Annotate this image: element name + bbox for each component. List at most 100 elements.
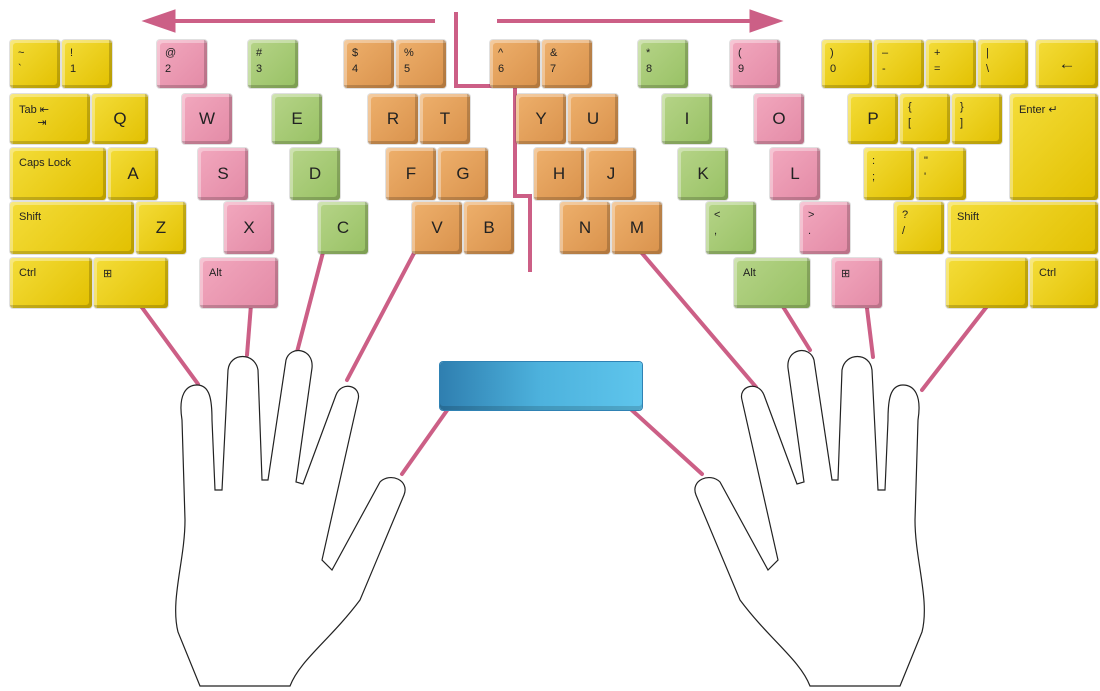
key-ralt[interactable]: Alt: [734, 258, 810, 308]
key-p[interactable]: P: [848, 94, 898, 144]
key-7[interactable]: &7: [542, 40, 592, 88]
key-0[interactable]: )0: [822, 40, 872, 88]
key-g[interactable]: G: [438, 148, 488, 200]
key-a[interactable]: A: [108, 148, 158, 200]
key-upper-label: –: [882, 47, 889, 59]
key-upper-label: $: [352, 47, 359, 59]
key-f[interactable]: F: [386, 148, 436, 200]
key-x[interactable]: X: [224, 202, 274, 254]
key-lower-label: 6: [498, 63, 505, 75]
key-lower-label: 4: [352, 63, 359, 75]
key-letter-label: Q: [113, 109, 127, 128]
key-d[interactable]: D: [290, 148, 340, 200]
key-3[interactable]: #3: [248, 40, 298, 88]
key-letter-label: I: [684, 109, 690, 128]
key-label: Tab ⇤ ⇥: [19, 104, 50, 129]
key-letter-label: D: [308, 164, 322, 183]
key-backslash[interactable]: |\: [978, 40, 1028, 88]
key-lower-label: \: [986, 63, 990, 75]
key-label: Alt: [209, 267, 222, 279]
key-quote[interactable]: "': [916, 148, 966, 200]
key-caps[interactable]: Caps Lock: [10, 148, 106, 200]
key-minus[interactable]: –-: [874, 40, 924, 88]
key-2[interactable]: @2: [157, 40, 207, 88]
key-upper-label: @: [165, 47, 177, 59]
key-letter-label: S: [217, 164, 229, 183]
key-m[interactable]: M: [612, 202, 662, 254]
key-i[interactable]: I: [662, 94, 712, 144]
key-backspace[interactable]: ←: [1036, 40, 1098, 88]
key-h[interactable]: H: [534, 148, 584, 200]
key-letter-label: F: [405, 164, 417, 183]
spacebar-key[interactable]: [440, 362, 642, 410]
key-lower-label: ;: [872, 171, 876, 183]
key-label: Ctrl: [19, 267, 37, 279]
key-lwin[interactable]: ⊞: [94, 258, 168, 308]
key-lower-label: .: [808, 225, 812, 237]
key-label: Caps Lock: [19, 157, 71, 169]
key-slash[interactable]: ?/: [894, 202, 944, 254]
right-hand-outline: [694, 350, 925, 687]
key-y[interactable]: Y: [516, 94, 566, 144]
key-5[interactable]: %5: [396, 40, 446, 88]
key-letter-label: A: [127, 164, 139, 183]
key-upper-label: <: [714, 209, 721, 221]
key-letter-label: B: [483, 218, 495, 237]
key-j[interactable]: J: [586, 148, 636, 200]
key-s[interactable]: S: [198, 148, 248, 200]
key-tilde[interactable]: ~`: [10, 40, 60, 88]
key-label: Alt: [743, 267, 756, 279]
key-letter-label: K: [697, 164, 709, 183]
key-rctrl[interactable]: Ctrl: [1030, 258, 1098, 308]
key-w[interactable]: W: [182, 94, 232, 144]
key-upper-label: ?: [902, 209, 909, 221]
key-comma[interactable]: <,: [706, 202, 756, 254]
key-lbrace[interactable]: {[: [900, 94, 950, 144]
key-letter-label: N: [578, 218, 592, 237]
key-k[interactable]: K: [678, 148, 728, 200]
key-4[interactable]: $4: [344, 40, 394, 88]
key-rwin[interactable]: ⊞: [832, 258, 882, 308]
key-lshift[interactable]: Shift: [10, 202, 134, 254]
key-z[interactable]: Z: [136, 202, 186, 254]
key-enter[interactable]: Enter ↵: [1010, 94, 1098, 200]
key-label: Enter ↵: [1019, 104, 1058, 116]
key-rshift[interactable]: Shift: [948, 202, 1098, 254]
key-u[interactable]: U: [568, 94, 618, 144]
key-t[interactable]: T: [420, 94, 470, 144]
key-n[interactable]: N: [560, 202, 610, 254]
key-9[interactable]: (9: [730, 40, 780, 88]
key-upper-label: |: [986, 47, 989, 59]
key-letter-label: U: [586, 109, 600, 128]
key-q[interactable]: Q: [92, 94, 148, 144]
key-lower-label: 8: [646, 63, 653, 75]
key-r[interactable]: R: [368, 94, 418, 144]
key-semicolon[interactable]: :;: [864, 148, 914, 200]
key-letter-label: ←: [1058, 54, 1076, 73]
key-o[interactable]: O: [754, 94, 804, 144]
key-l[interactable]: L: [770, 148, 820, 200]
key-rblank[interactable]: [946, 258, 1028, 308]
key-lctrl[interactable]: Ctrl: [10, 258, 92, 308]
key-1[interactable]: !1: [62, 40, 112, 88]
key-tab[interactable]: Tab ⇤ ⇥: [10, 94, 90, 144]
key-e[interactable]: E: [272, 94, 322, 144]
key-c[interactable]: C: [318, 202, 368, 254]
key-upper-label: }: [960, 101, 964, 113]
key-v[interactable]: V: [412, 202, 462, 254]
key-letter-label: X: [243, 218, 255, 237]
key-6[interactable]: ^6: [490, 40, 540, 88]
key-letter-label: G: [456, 164, 470, 183]
key-lower-label: 1: [70, 63, 77, 75]
key-lalt[interactable]: Alt: [200, 258, 278, 308]
key-period[interactable]: >.: [800, 202, 850, 254]
key-letter-label: W: [198, 109, 216, 128]
key-lower-label: -: [882, 63, 886, 75]
key-lower-label: ': [924, 171, 927, 183]
key-rbrace[interactable]: }]: [952, 94, 1002, 144]
key-b[interactable]: B: [464, 202, 514, 254]
key-8[interactable]: *8: [638, 40, 688, 88]
key-lower-label: ]: [960, 117, 964, 129]
key-equals[interactable]: +=: [926, 40, 976, 88]
